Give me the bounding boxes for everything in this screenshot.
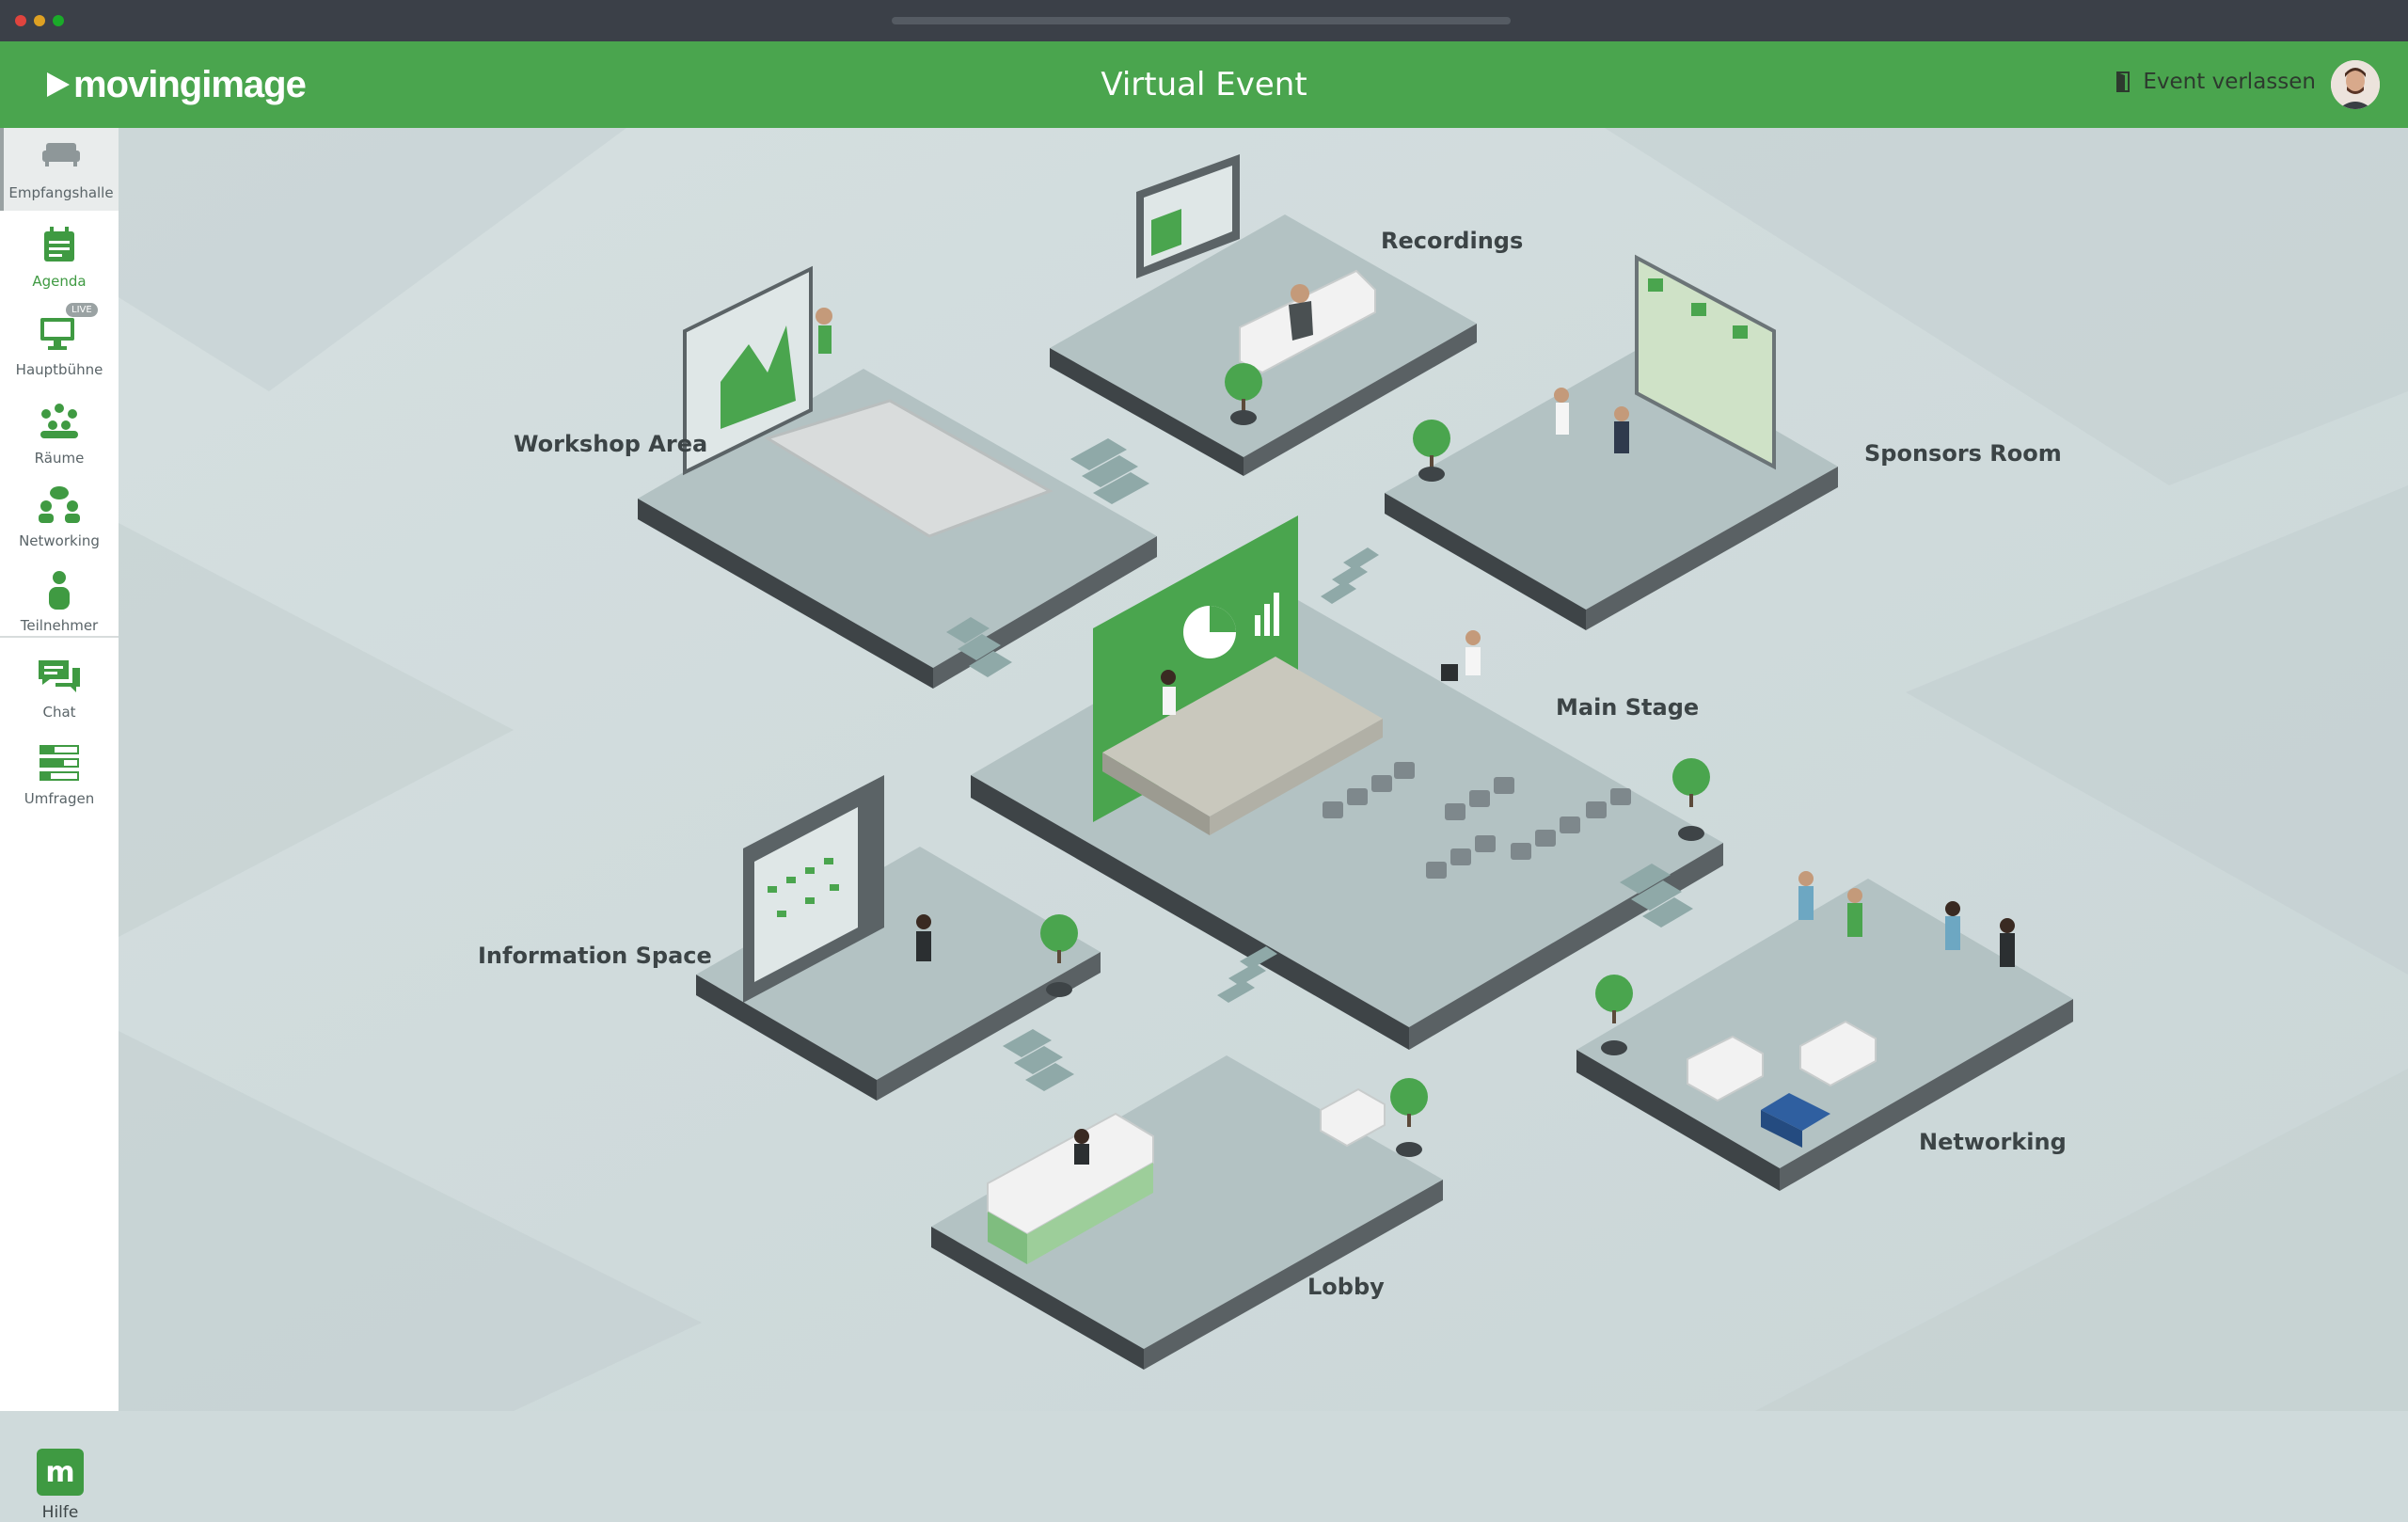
poll-icon bbox=[40, 745, 79, 781]
user-face-icon bbox=[2331, 60, 2380, 109]
maximize-window-button[interactable] bbox=[53, 15, 64, 26]
leave-event-button[interactable]: Event verlassen bbox=[2115, 70, 2316, 94]
zone-label-sponsors-room[interactable]: Sponsors Room bbox=[1864, 440, 2062, 467]
monitor-icon bbox=[40, 318, 74, 350]
zone-label-networking[interactable]: Networking bbox=[1919, 1129, 2067, 1155]
sidebar-item-label: Networking bbox=[19, 532, 100, 549]
play-logo-icon bbox=[47, 72, 70, 97]
zone-label-recordings[interactable]: Recordings bbox=[1381, 228, 1524, 254]
chat-icon bbox=[39, 660, 80, 692]
sidebar-item-teilnehmer[interactable]: Teilnehmer bbox=[0, 561, 119, 643]
zone-label-main-stage[interactable]: Main Stage bbox=[1556, 694, 1700, 721]
stairs bbox=[946, 438, 1693, 1091]
person-icon bbox=[49, 571, 70, 610]
browser-titlebar bbox=[0, 0, 2408, 41]
app-header: movingimage Virtual Event Event verlasse… bbox=[0, 41, 2408, 128]
minimize-window-button[interactable] bbox=[34, 15, 45, 26]
sidebar-item-label: Agenda bbox=[32, 273, 87, 290]
information-space-platform[interactable] bbox=[696, 775, 1101, 1101]
sidebar-item-chat[interactable]: Chat bbox=[0, 647, 119, 730]
event-map: Recordings Workshop Area Sponsors Room M… bbox=[119, 128, 2408, 1411]
sidebar-item-networking[interactable]: Networking bbox=[0, 476, 119, 559]
recordings-platform[interactable] bbox=[1050, 154, 1477, 476]
logo-text: movingimage bbox=[73, 63, 307, 105]
sidebar: Empfangshalle Agenda Hauptbühne LIVE bbox=[0, 128, 119, 1522]
sidebar-item-label: Hauptbühne bbox=[15, 361, 103, 378]
sidebar-item-label: Umfragen bbox=[24, 790, 95, 807]
sidebar-item-raeume[interactable]: Räume bbox=[0, 393, 119, 476]
networking-platform[interactable] bbox=[1576, 871, 2073, 1191]
movingimage-logo[interactable]: movingimage bbox=[45, 60, 307, 109]
sofa-icon bbox=[42, 143, 80, 166]
help-label: Hilfe bbox=[41, 1503, 79, 1522]
sidebar-item-label: Räume bbox=[34, 450, 85, 467]
zone-label-workshop-area[interactable]: Workshop Area bbox=[514, 431, 708, 457]
isometric-floorplan bbox=[119, 128, 2408, 1411]
sidebar-item-label: Empfangshalle bbox=[8, 184, 114, 201]
close-window-button[interactable] bbox=[15, 15, 26, 26]
exit-door-icon bbox=[2116, 71, 2131, 92]
calendar-icon bbox=[44, 227, 74, 262]
address-bar[interactable] bbox=[892, 17, 1511, 24]
sidebar-item-label: Chat bbox=[42, 704, 76, 721]
networking-icon bbox=[39, 486, 80, 523]
zone-label-lobby[interactable]: Lobby bbox=[1307, 1274, 1385, 1300]
page-title: Virtual Event bbox=[1101, 66, 1307, 103]
sidebar-item-empfangshalle[interactable]: Empfangshalle bbox=[0, 128, 119, 211]
live-badge: LIVE bbox=[66, 303, 98, 317]
workshop-platform[interactable] bbox=[638, 265, 1157, 689]
sidebar-item-agenda[interactable]: Agenda bbox=[0, 216, 119, 299]
help-logo-icon: m bbox=[37, 1449, 84, 1496]
sidebar-item-umfragen[interactable]: Umfragen bbox=[0, 734, 119, 816]
zone-label-information-space[interactable]: Information Space bbox=[478, 943, 712, 969]
potted-plants bbox=[1040, 363, 1710, 1157]
sidebar-item-label: Teilnehmer bbox=[20, 617, 99, 634]
group-icon bbox=[40, 404, 78, 438]
user-avatar[interactable] bbox=[2331, 60, 2380, 109]
leave-event-label: Event verlassen bbox=[2143, 70, 2316, 94]
sidebar-divider bbox=[0, 636, 119, 638]
sponsors-platform[interactable] bbox=[1385, 254, 1838, 630]
sidebar-item-hauptbuehne[interactable]: Hauptbühne bbox=[0, 305, 119, 388]
help-button[interactable]: m Hilfe bbox=[23, 1449, 98, 1522]
lobby-platform[interactable] bbox=[931, 1055, 1443, 1370]
